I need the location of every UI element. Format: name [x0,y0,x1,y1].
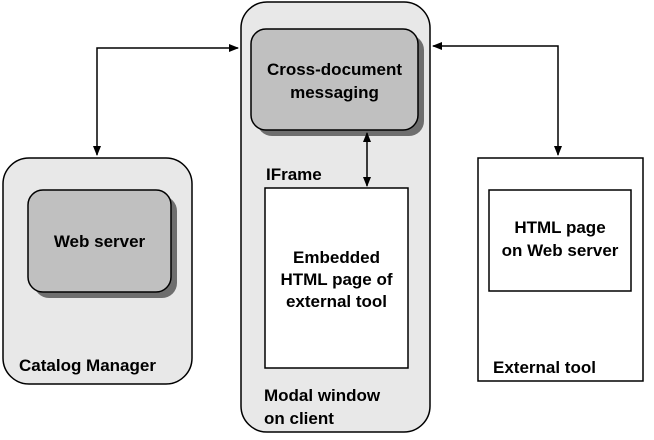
web-server-box [27,189,172,293]
cross-document-messaging-box [250,28,419,131]
modal-window-label-line2: on client [264,409,334,428]
arrow-modal-window-to-external-tool [432,42,562,156]
html-page-label-line2: on Web server [502,241,619,260]
iframe-label: IFrame [266,165,322,184]
web-server-label: Web server [54,232,146,251]
modal-window-node: Cross-document messaging IFrame Embedded… [240,1,431,433]
catalog-manager-node: Web server Catalog Manager [2,157,193,385]
arrow-catalog-manager-to-modal-window [93,44,239,156]
embedded-html-page-label-line3: external tool [286,292,387,311]
modal-window-label-line1: Modal window [264,386,381,405]
catalog-manager-label: Catalog Manager [19,356,156,375]
external-tool-node: HTML page on Web server External tool [477,157,644,382]
embedded-html-page-box [264,187,409,369]
embedded-html-page-label-line2: HTML page of [280,270,392,289]
html-page-on-web-server-box [488,189,632,292]
cross-document-messaging-label-line1: Cross-document [267,60,402,79]
embedded-html-page-label-line1: Embedded [293,248,380,267]
cross-document-messaging-label-line2: messaging [290,83,379,102]
html-page-label-line1: HTML page [514,218,605,237]
external-tool-label: External tool [493,358,596,377]
